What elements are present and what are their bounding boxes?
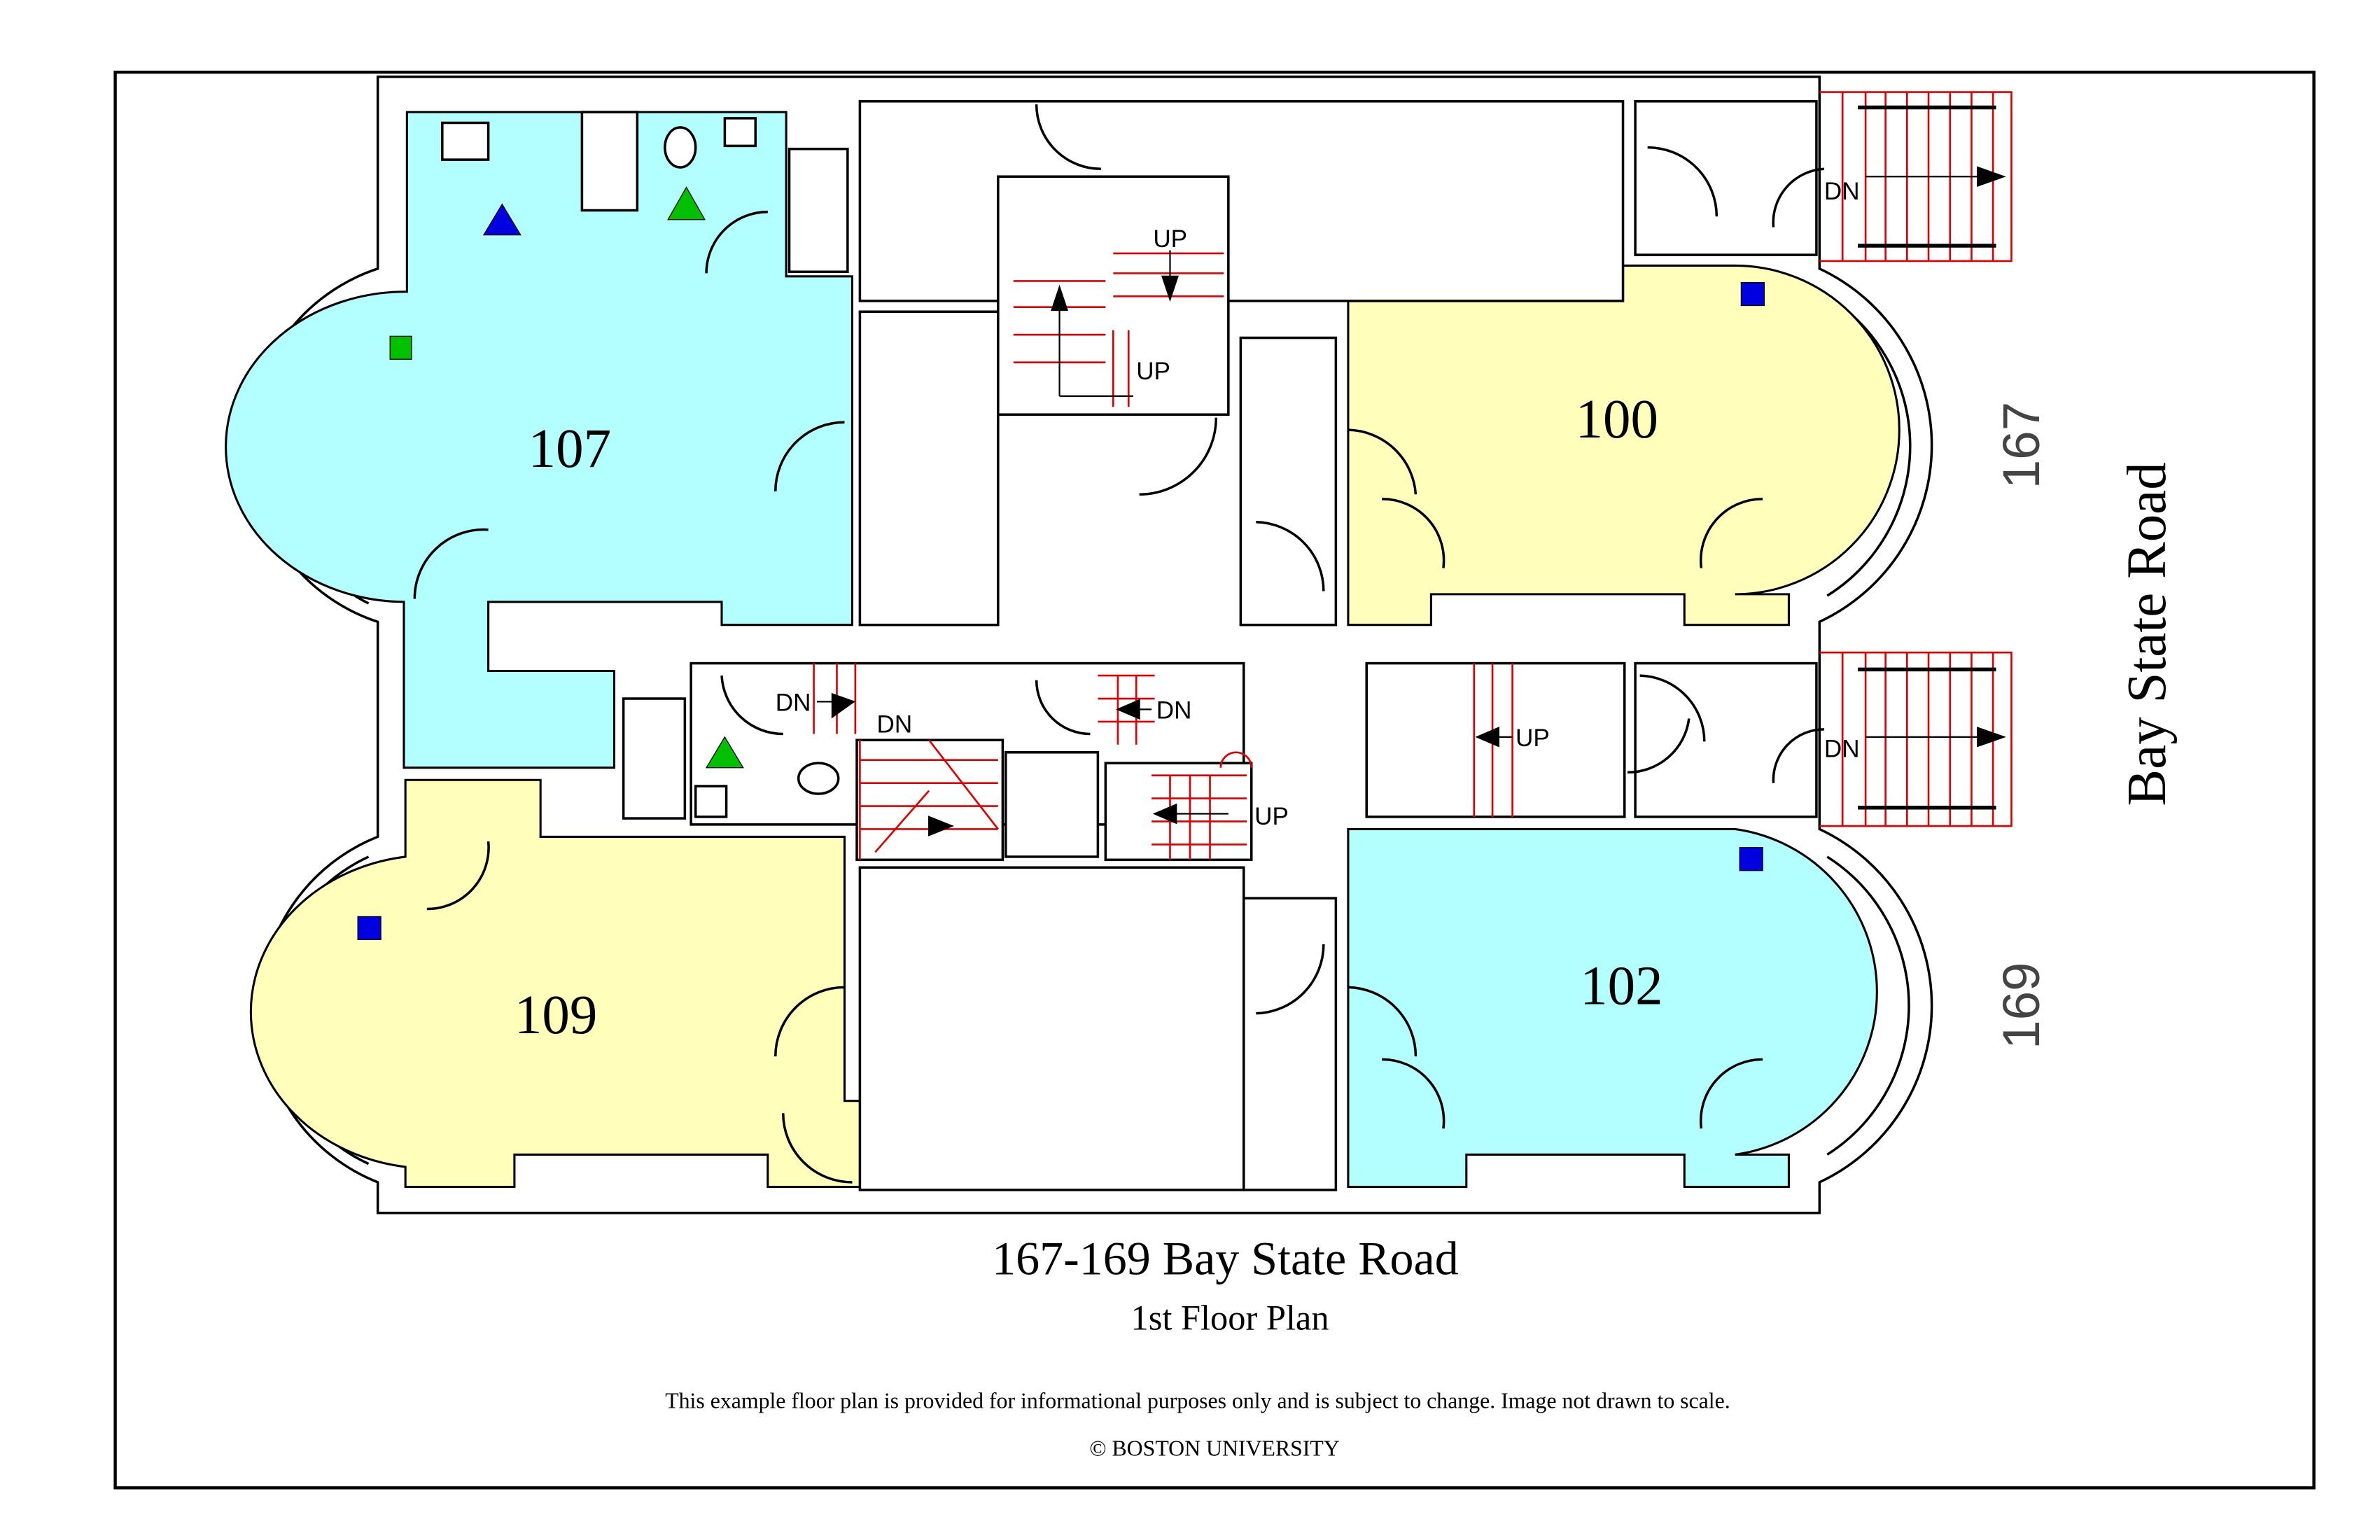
- plan-title: 167-169 Bay State Road: [992, 1232, 1459, 1285]
- blue-square-marker: [1739, 847, 1763, 872]
- stair-label: UP: [1254, 803, 1289, 830]
- green-triangle-marker: [705, 736, 744, 769]
- stair-label: DN: [1824, 735, 1860, 762]
- room-109[interactable]: [249, 778, 935, 1189]
- legend-markers: [357, 186, 1765, 941]
- stair-label: DN: [776, 690, 811, 717]
- room-number-100: 100: [1576, 389, 1658, 450]
- room-number-107: 107: [528, 419, 611, 479]
- plan-subtitle: 1st Floor Plan: [1131, 1298, 1329, 1338]
- copyright: © BOSTON UNIVERSITY: [1089, 1436, 1339, 1460]
- stair-label: UP: [1516, 724, 1550, 752]
- blue-triangle-marker: [482, 203, 522, 236]
- stair-arrows: [816, 166, 2006, 836]
- sheet-border: [113, 70, 2316, 1490]
- interior-walls: [441, 100, 1818, 1191]
- stair-label: DN: [877, 710, 913, 738]
- stair-label: DN: [1824, 178, 1860, 205]
- green-square-marker: [389, 335, 412, 360]
- stair-label: UP: [1136, 358, 1170, 385]
- stair-label: UP: [1153, 225, 1187, 253]
- room-107[interactable]: [225, 111, 853, 769]
- room-number-102: 102: [1580, 955, 1662, 1016]
- room-number-109: 109: [514, 985, 597, 1046]
- building-number-169: 169: [1991, 962, 2050, 1049]
- building-number-167: 167: [1991, 402, 2050, 489]
- disclaimer: This example floor plan is provided for …: [665, 1388, 1730, 1413]
- room-100[interactable]: [1347, 264, 1900, 626]
- doors: [413, 104, 1824, 1184]
- green-triangle-marker: [667, 186, 706, 220]
- blue-square-marker: [1740, 281, 1765, 307]
- blue-square-marker: [357, 916, 382, 941]
- street-label: Bay State Road: [2117, 462, 2178, 806]
- room-102[interactable]: [1347, 827, 1878, 1189]
- stair-label: DN: [1156, 697, 1192, 724]
